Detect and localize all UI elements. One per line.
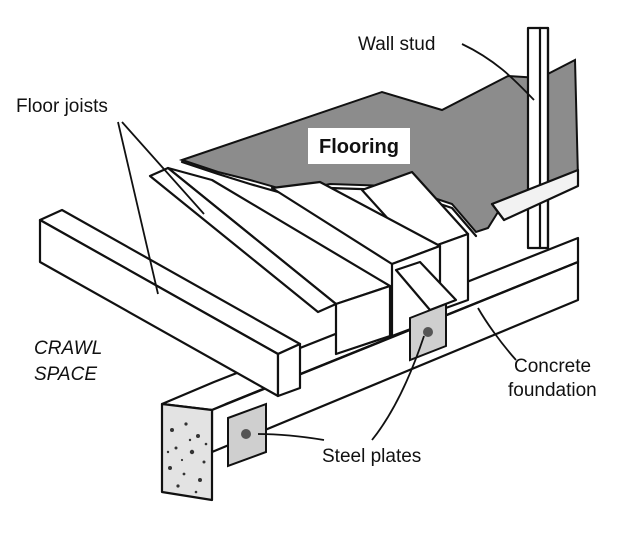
labels: Wall stud Floor joists CRAWL SPACE Concr…	[16, 34, 597, 467]
steel-plates	[227, 302, 447, 468]
label-crawl-space-2: SPACE	[34, 364, 97, 385]
flooring-label-box	[308, 128, 410, 164]
floor-joists	[38, 166, 470, 398]
label-crawl-space-1: CRAWL	[34, 338, 102, 359]
leader-concrete	[477, 307, 517, 361]
wall-stud-post	[526, 26, 550, 250]
leader-floor-joists-2	[121, 121, 205, 215]
leader-steel-plates-1	[257, 433, 325, 441]
floor-joist	[38, 208, 302, 398]
flooring-label: Flooring	[319, 136, 399, 158]
label-wall-stud: Wall stud	[358, 34, 435, 55]
wall-stud	[490, 26, 580, 250]
floor-joist	[148, 166, 392, 356]
label-concrete-2: foundation	[508, 380, 597, 401]
label-steel-plates: Steel plates	[322, 446, 421, 467]
floor-joist-block	[394, 260, 458, 312]
leader-steel-plates-2	[371, 335, 425, 441]
leader-floor-joists-1	[117, 121, 159, 295]
flooring-sheet: Flooring	[178, 58, 580, 238]
concrete-texture	[166, 422, 208, 494]
foundation-end-face	[160, 402, 214, 502]
steel-plate	[409, 302, 447, 362]
label-floor-joists: Floor joists	[16, 96, 108, 117]
steel-plate	[227, 402, 267, 468]
label-concrete-1: Concrete	[514, 356, 591, 377]
leader-wall-stud	[461, 43, 535, 101]
